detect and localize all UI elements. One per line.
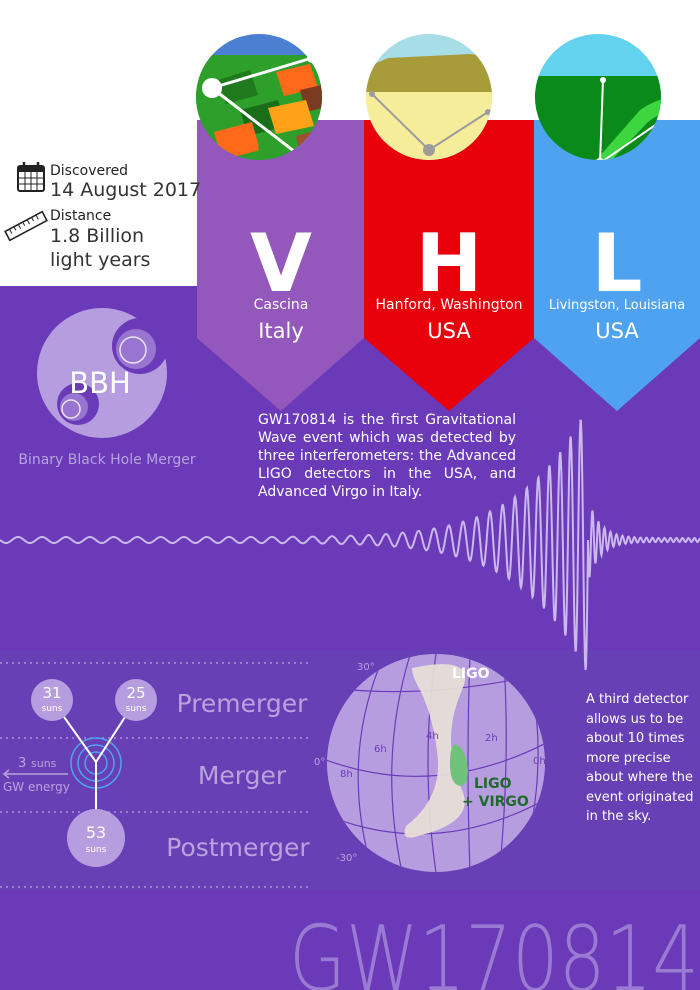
virgo-city: Cascina	[254, 297, 309, 313]
sky-globe	[327, 654, 545, 872]
black-hole-2	[115, 679, 157, 721]
black-hole-1-mass: 31	[42, 684, 61, 702]
virgo-letter: V	[250, 217, 312, 310]
sky-precision-note: A third detector allows us to be about 1…	[586, 692, 694, 824]
distance-label: Distance	[50, 208, 111, 224]
hanford-letter: H	[416, 217, 483, 310]
stage-merger: Merger	[198, 761, 287, 790]
calendar-icon	[17, 162, 45, 192]
livingston-arrow	[534, 120, 700, 411]
ra-label-4h: 4h	[426, 731, 439, 742]
ra-label-0h: 0h	[533, 756, 546, 767]
livingston-country: USA	[595, 319, 639, 343]
ligo-label: LIGO	[452, 666, 490, 682]
ligo-virgo-label-line2: + VIRGO	[462, 794, 529, 810]
stage-premerger: Premerger	[177, 689, 309, 718]
distance-unit: light years	[50, 249, 150, 271]
energy-unit: suns	[31, 757, 57, 770]
energy-arrow-icon	[2, 769, 68, 779]
livingston-landscape-icon	[535, 34, 661, 160]
final-black-hole-mass: 53	[86, 823, 106, 842]
virgo-country: Italy	[258, 319, 304, 343]
lat-label-30: 30°	[357, 662, 375, 673]
ruler-icon	[4, 210, 48, 242]
black-hole-2-mass: 25	[126, 684, 145, 702]
virgo-arrow	[197, 120, 364, 411]
energy-label: GW energy	[3, 780, 70, 794]
lat-label-minus30: -30°	[336, 853, 357, 864]
energy-value: 3	[18, 756, 26, 771]
discovered-label: Discovered	[50, 163, 128, 179]
hanford-country: USA	[427, 319, 471, 343]
distance-value: 1.8 Billion	[50, 225, 144, 247]
event-description: GW170814 is the first Gravitational Wave…	[258, 412, 516, 500]
black-hole-1	[31, 679, 73, 721]
final-black-hole-unit: suns	[86, 845, 107, 855]
event-title-large: GW170814	[289, 907, 699, 990]
ligo-virgo-label-line1: LIGO	[474, 776, 512, 792]
ra-label-6h: 6h	[374, 744, 387, 755]
bbh-abbr: BBH	[69, 366, 131, 400]
livingston-letter: L	[592, 217, 643, 310]
gravitational-wave-signal	[0, 419, 700, 671]
black-hole-1-unit: suns	[42, 704, 63, 714]
ra-label-8h: 8h	[340, 769, 353, 780]
hanford-landscape-icon	[366, 34, 492, 160]
merger-guide-lines	[0, 662, 310, 888]
ra-label-2h: 2h	[485, 733, 498, 744]
livingston-city: Livingston, Louisiana	[549, 298, 685, 313]
ligo-sky-region	[404, 664, 466, 838]
bbh-caption: Binary Black Hole Merger	[18, 452, 196, 468]
discovered-date: 14 August 2017	[50, 179, 201, 201]
stage-postmerger: Postmerger	[166, 833, 310, 862]
black-hole-2-unit: suns	[126, 704, 147, 714]
lat-label-0: 0°	[314, 757, 325, 768]
hanford-city: Hanford, Washington	[375, 297, 522, 313]
bbh-logo-icon	[37, 308, 168, 438]
ligo-virgo-sky-region	[450, 744, 468, 786]
final-black-hole	[67, 809, 125, 867]
hanford-arrow	[364, 120, 534, 411]
